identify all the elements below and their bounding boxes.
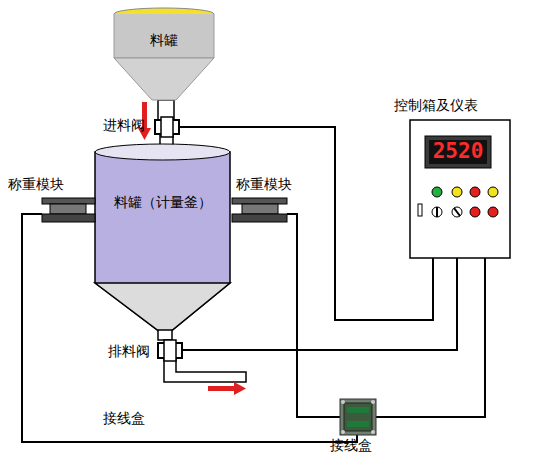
node-text: 2520 (425, 139, 491, 164)
feed-valve-outline (155, 120, 179, 134)
part-label: 进料阀 (103, 117, 145, 134)
supply-hopper: 料罐 (110, 6, 218, 122)
junction-box: 接线盒 (340, 399, 376, 435)
part-label: 称重模块 (236, 176, 292, 193)
weighing-tank: 料罐（计量釜） (95, 142, 230, 338)
load-cell-module: 称重模块 (42, 198, 95, 222)
flow-arrow (208, 382, 246, 395)
load-cell-module: 称重模块 (232, 198, 287, 222)
signal-wire (287, 214, 340, 417)
signal-wire (376, 258, 485, 417)
weight-display: 2520 (425, 136, 491, 168)
feed-valve: 进料阀 (155, 120, 179, 134)
supply-hopper-outline (110, 6, 218, 122)
part-label: 接线盒 (330, 437, 372, 454)
junction-box-outline (340, 399, 376, 435)
discharge-valve-outline (158, 343, 182, 358)
load-cell-module-outline (42, 198, 95, 222)
node-text: 料罐（计量釜） (114, 194, 212, 211)
part-label: 称重模块 (8, 176, 64, 193)
weighing-tank-outline (95, 142, 230, 338)
control-box: 控制箱及仪表2520 (410, 120, 510, 258)
part-label: 控制箱及仪表 (394, 97, 478, 114)
load-cell-module-outline (232, 198, 287, 222)
discharge-valve: 排料阀 (158, 343, 182, 358)
part-label: 接线盒 (103, 410, 145, 428)
node-text: 料罐 (150, 32, 178, 49)
part-label: 排料阀 (108, 343, 150, 360)
